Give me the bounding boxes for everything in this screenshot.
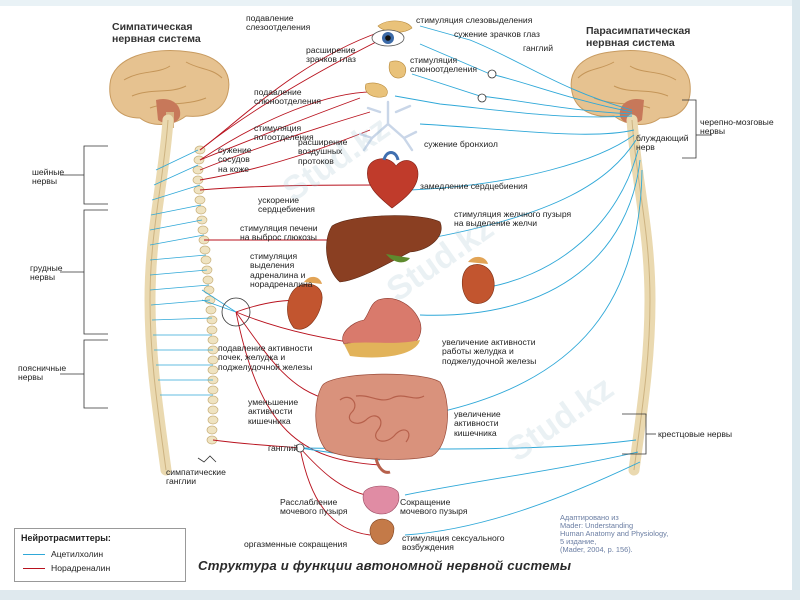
left-brain bbox=[109, 49, 230, 128]
label-glucose: стимуляция печени на выброс глюкозы bbox=[240, 223, 318, 243]
bottom-edge bbox=[0, 590, 800, 600]
label-bladder-relax: Расслабление мочевого пузыря bbox=[280, 497, 348, 517]
label-orgasm: оргазменные сокращения bbox=[244, 539, 348, 549]
top-edge bbox=[0, 0, 800, 6]
label-vagus-nerve: блуждающий нерв bbox=[636, 133, 689, 153]
legend-item-noradrenaline: Норадреналин bbox=[23, 563, 183, 574]
label-stomach-up: увеличение активности работы желудка и п… bbox=[442, 337, 537, 366]
sympathetic-postganglionic-fibers bbox=[199, 31, 385, 536]
label-symp-ganglia: симпатические ганглии bbox=[166, 467, 226, 487]
label-pupil-dilate: расширение зрачков глаз bbox=[306, 45, 356, 65]
label-sweat-stim: стимуляция потоотделения bbox=[254, 123, 314, 143]
label-skin-vessels: сужение сосудов на коже bbox=[218, 145, 252, 174]
label-lumbar-nerves: поясничные нервы bbox=[18, 363, 67, 383]
bronchi bbox=[358, 100, 418, 152]
diagram-title: Структура и функции автономной нервной с… bbox=[198, 558, 572, 573]
heart bbox=[367, 151, 419, 209]
label-airway-dilate: расширение воздушных протоков bbox=[298, 137, 348, 166]
label-lacrimation-stim: стимуляция слезовыделения bbox=[416, 15, 533, 25]
right-edge bbox=[792, 0, 800, 600]
liver bbox=[326, 215, 442, 283]
sympathetic-ganglion-chain bbox=[192, 145, 219, 445]
legend-title: Нейротрасмиттеры: bbox=[21, 533, 111, 543]
label-sexual-arousal: стимуляция сексуального возбуждения bbox=[402, 533, 505, 553]
label-saliva-stim: стимуляция слюноотделения bbox=[410, 55, 478, 75]
label-thoracic-nerves: грудные нервы bbox=[30, 263, 63, 283]
ganglion-marker-mid bbox=[477, 93, 487, 103]
parasympathetic-header: Парасимпатическая нервная система bbox=[586, 25, 691, 49]
label-kidney-suppress: подавление активности почек, желудка и п… bbox=[218, 343, 313, 372]
source-credit: Адаптировано из Mader: Understanding Hum… bbox=[560, 513, 669, 554]
ganglion-marker-top bbox=[487, 69, 497, 79]
label-heart-fast: ускорение сердцебиения bbox=[258, 195, 315, 215]
adrenal-kidney-left bbox=[287, 276, 323, 330]
salivary-gland-upper bbox=[388, 60, 407, 79]
legend: Нейротрасмиттеры: Ацетилхолин Норадренал… bbox=[14, 528, 186, 582]
label-saliva-suppress: подавление слюноотделения bbox=[254, 87, 322, 107]
label-bronchi-constrict: сужение бронхиол bbox=[424, 139, 498, 149]
sympathetic-header: Симпатическая нервная система bbox=[112, 21, 201, 45]
side-brackets bbox=[60, 99, 712, 463]
label-lacrimation-suppress: подавление слезоотделения bbox=[246, 13, 311, 33]
label-intestine-up: увеличение активности кишечника bbox=[454, 409, 501, 438]
label-cranial-nerves: черепно-мозговые нервы bbox=[700, 117, 774, 137]
eye bbox=[371, 29, 405, 47]
legend-swatch-acetylcholine bbox=[23, 554, 45, 555]
genitals bbox=[369, 518, 395, 545]
legend-swatch-noradrenaline bbox=[23, 568, 45, 569]
label-bladder-contract: Сокращение мочевого пузыря bbox=[400, 497, 468, 517]
stomach bbox=[342, 298, 422, 358]
sympathetic-preganglionic-fibers bbox=[149, 149, 237, 396]
label-sacral-nerves: крестцовые нервы bbox=[658, 429, 733, 439]
label-intestine-down: уменьшение активности кишечника bbox=[248, 397, 299, 426]
label-heart-slow: замедление сердцебиения bbox=[420, 181, 528, 191]
celiac-ganglion-circle bbox=[221, 297, 251, 327]
kidney-right bbox=[461, 256, 495, 304]
intestines bbox=[315, 373, 448, 474]
label-pupil-constrict: сужение зрачков глаз bbox=[454, 29, 540, 39]
label-adrenaline: стимуляция выделения адреналина и норадр… bbox=[250, 251, 313, 290]
label-bile-stim: стимуляция желчного пузыря на выделение … bbox=[454, 209, 572, 229]
legend-item-acetylcholine: Ацетилхолин bbox=[23, 549, 183, 560]
bladder bbox=[362, 485, 400, 515]
label-cervical-nerves: шейные нервы bbox=[32, 167, 65, 187]
legend-label-acetylcholine: Ацетилхолин bbox=[51, 549, 104, 559]
label-ganglion-top: ганглий bbox=[523, 43, 554, 53]
legend-label-noradrenaline: Норадреналин bbox=[51, 563, 111, 573]
salivary-gland-lower bbox=[365, 82, 388, 98]
ganglion-marker-bottom bbox=[295, 443, 305, 453]
right-brain bbox=[570, 49, 691, 125]
label-ganglion-bottom: ганглий bbox=[268, 443, 299, 453]
